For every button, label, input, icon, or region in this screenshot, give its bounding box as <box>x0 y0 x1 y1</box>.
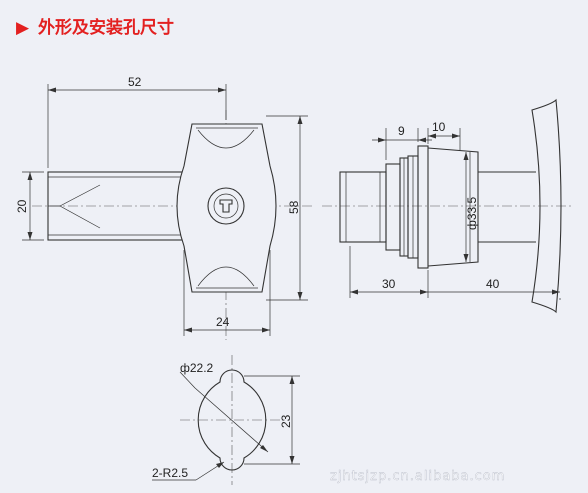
dim-40-label: 40 <box>486 277 500 291</box>
dim-30-label: 30 <box>382 277 396 291</box>
dim-58-label: 58 <box>287 200 301 214</box>
dim-20-label: 20 <box>15 199 29 213</box>
lock-body <box>176 123 277 293</box>
side-plug <box>339 171 387 243</box>
heading-title: 外形及安装孔尺寸 <box>38 17 174 38</box>
dim-30: 30 <box>349 246 429 298</box>
side-flange <box>417 145 479 269</box>
dim-22-2-label: ф22.2 <box>180 361 214 375</box>
dim-24-label: 24 <box>216 315 230 329</box>
side-nut <box>385 155 419 259</box>
key-cylinder <box>207 187 245 225</box>
dim-52-label: 52 <box>128 75 142 89</box>
panel-cutout-view: ф22.2 23 2-R2.5 <box>152 355 300 485</box>
section-heading: ▶ 外形及安装孔尺寸 <box>16 17 174 38</box>
dim-24: 24 <box>183 250 271 336</box>
dim-23: 23 <box>244 375 300 465</box>
dim-9: 9 <box>372 124 432 160</box>
lock-shaft <box>47 171 189 241</box>
dim-r2-5-label: 2-R2.5 <box>152 466 188 480</box>
dim-10-label: 10 <box>432 120 446 134</box>
side-handle-wing <box>531 98 562 314</box>
dim-20: 20 <box>15 171 44 241</box>
dim-40: 40 <box>428 277 561 300</box>
dim-r2-5: 2-R2.5 <box>152 461 225 481</box>
dim-58: 58 <box>266 115 308 301</box>
heading-marker-icon: ▶ <box>16 18 30 38</box>
side-view: 9 10 ф33.5 30 <box>322 98 574 314</box>
dim-10: 10 <box>427 120 461 150</box>
front-view: 52 20 58 24 <box>15 75 312 340</box>
dim-33-5-label: ф33.5 <box>465 196 479 230</box>
dim-52: 52 <box>47 75 227 168</box>
dim-9-label: 9 <box>398 124 405 138</box>
watermark: zjhtsjzp.cn.alibaba.com <box>330 469 505 484</box>
dim-23-label: 23 <box>279 414 293 428</box>
cutout-diameter-line <box>194 387 269 453</box>
dim-33-5: ф33.5 <box>463 152 479 262</box>
cutout-outline <box>197 369 267 471</box>
side-handle-stem <box>478 171 536 243</box>
